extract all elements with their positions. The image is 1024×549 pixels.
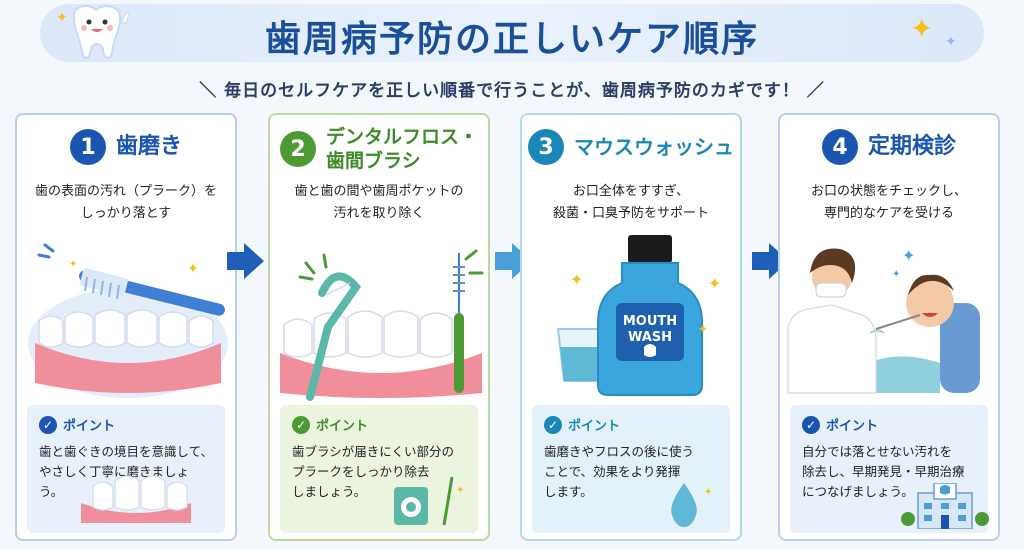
svg-text:✦: ✦ <box>902 246 915 265</box>
svg-text:✦: ✦ <box>708 274 721 293</box>
point-text: 歯磨きやフロスの後に使う ことで、効果をより発揮 します。 <box>544 444 695 499</box>
check-icon: ✓ <box>544 415 562 434</box>
point-text: 自分では落とせない汚れを 除去し、早期発見・早期治療 につなげましょう。 <box>802 444 965 499</box>
svg-text:✦: ✦ <box>704 487 712 498</box>
step-description: お口の状態をチェックし、 専門的なケアを受ける <box>810 184 967 221</box>
step-card-4: 4 定期検診 お口の状態をチェックし、 専門的なケアを受ける ✦ ✦ ✓ ポイン <box>778 113 1000 541</box>
step-description: 歯と歯の間や歯周ポケットの 汚れを取り除く <box>294 184 464 221</box>
sparkle-icon: ✦ <box>56 10 68 26</box>
svg-text:✦: ✦ <box>892 269 900 280</box>
step-description: お口全体をすすぎ、 殺菌・口臭予防をサポート <box>552 184 709 221</box>
dentist-icon: ✦ ✦ <box>787 246 980 394</box>
step-title: マウスウォッシュ <box>574 135 734 159</box>
step-card-2: 2 デンタルフロス・ 歯間ブラシ 歯と歯の間や歯周ポケットの 汚れを取り除く <box>268 113 490 541</box>
point-box: ✓ ポイント 歯ブラシが届きにくい部分の プラークをしっかり除去 しましょう。 … <box>280 405 478 533</box>
arrow-icon <box>244 243 264 279</box>
step-card-1: 1 歯磨き 歯の表面の汚れ（プラーク）を しっかり落とす <box>15 113 237 541</box>
teeth-icon <box>81 475 191 523</box>
svg-text:✦: ✦ <box>570 270 583 289</box>
point-text: 歯ブラシが届きにくい部分の プラークをしっかり除去 しましょう。 <box>292 444 455 499</box>
point-text: 歯と歯ぐきの境目を意識して、 やさしく丁寧に磨きましょう。 <box>39 444 214 499</box>
step-number: 3 <box>528 129 564 165</box>
page-subtitle: ＼ 毎日のセルフケアを正しい順番で行うことが、歯周病予防のカギです！ ／ <box>199 81 825 101</box>
step-header: 2 デンタルフロス・ 歯間ブラシ <box>270 125 488 173</box>
sparkle-icon: ✦ <box>910 12 934 45</box>
svg-text:✦: ✦ <box>698 322 708 336</box>
step-card-3: 3 マウスウォッシュ お口全体をすすぎ、 殺菌・口臭予防をサポート MOUTH … <box>520 113 742 541</box>
step-title: 歯磨き <box>115 134 182 159</box>
svg-text:✦: ✦ <box>456 485 464 496</box>
svg-text:✦: ✦ <box>187 261 199 277</box>
floss-box-icon: ✦ <box>394 476 464 526</box>
arrow-icon <box>752 252 770 270</box>
tooth-mascot-icon <box>72 5 130 59</box>
point-box: ✓ ポイント 自分では落とせない汚れを 除去し、早期発見・早期治療 につなげまし… <box>790 405 989 533</box>
step-title: 定期検診 <box>867 134 956 159</box>
title-banner <box>40 4 984 62</box>
step-title: デンタルフロス・ 歯間ブラシ <box>325 126 478 172</box>
page-title: 歯周病予防の正しいケア順序 <box>264 19 759 60</box>
step-header: 3 マウスウォッシュ <box>522 129 740 165</box>
svg-text:✦: ✦ <box>69 259 77 270</box>
step-number: 2 <box>279 131 316 167</box>
point-header: ✓ ポイント <box>802 415 976 434</box>
arrow-icon <box>227 252 245 270</box>
point-header: ✓ ポイント <box>544 415 718 434</box>
step-header: 1 歯磨き <box>17 129 235 165</box>
step-header: 4 定期検診 <box>780 129 998 165</box>
bottle-label-line2: WASH <box>628 330 672 345</box>
clinic-building-icon <box>901 483 989 529</box>
check-icon: ✓ <box>39 415 57 434</box>
step-description: 歯の表面の汚れ（プラーク）を しっかり落とす <box>34 184 217 221</box>
sparkle-icon: ✦ <box>945 34 957 50</box>
bottle-label-line1: MOUTH <box>623 314 677 329</box>
floss-icon <box>280 249 484 401</box>
point-header: ✓ ポイント <box>292 415 466 434</box>
step-number: 4 <box>821 129 858 165</box>
arrow-icon <box>495 252 513 270</box>
point-box: ✓ ポイント 歯磨きやフロスの後に使う ことで、効果をより発揮 します。 ✦ <box>532 405 730 533</box>
water-drop-icon: ✦ <box>671 483 712 527</box>
point-box: ✓ ポイント 歯と歯ぐきの境目を意識して、 やさしく丁寧に磨きましょう。 <box>27 405 225 533</box>
point-header: ✓ ポイント <box>39 415 213 434</box>
step-number: 1 <box>69 129 106 165</box>
check-icon: ✓ <box>292 415 310 434</box>
check-icon: ✓ <box>802 415 820 434</box>
mouthwash-icon: MOUTH WASH ✦ ✦ ✦ <box>556 235 721 396</box>
toothbrush-icon: ✦ ✦ <box>28 243 228 398</box>
